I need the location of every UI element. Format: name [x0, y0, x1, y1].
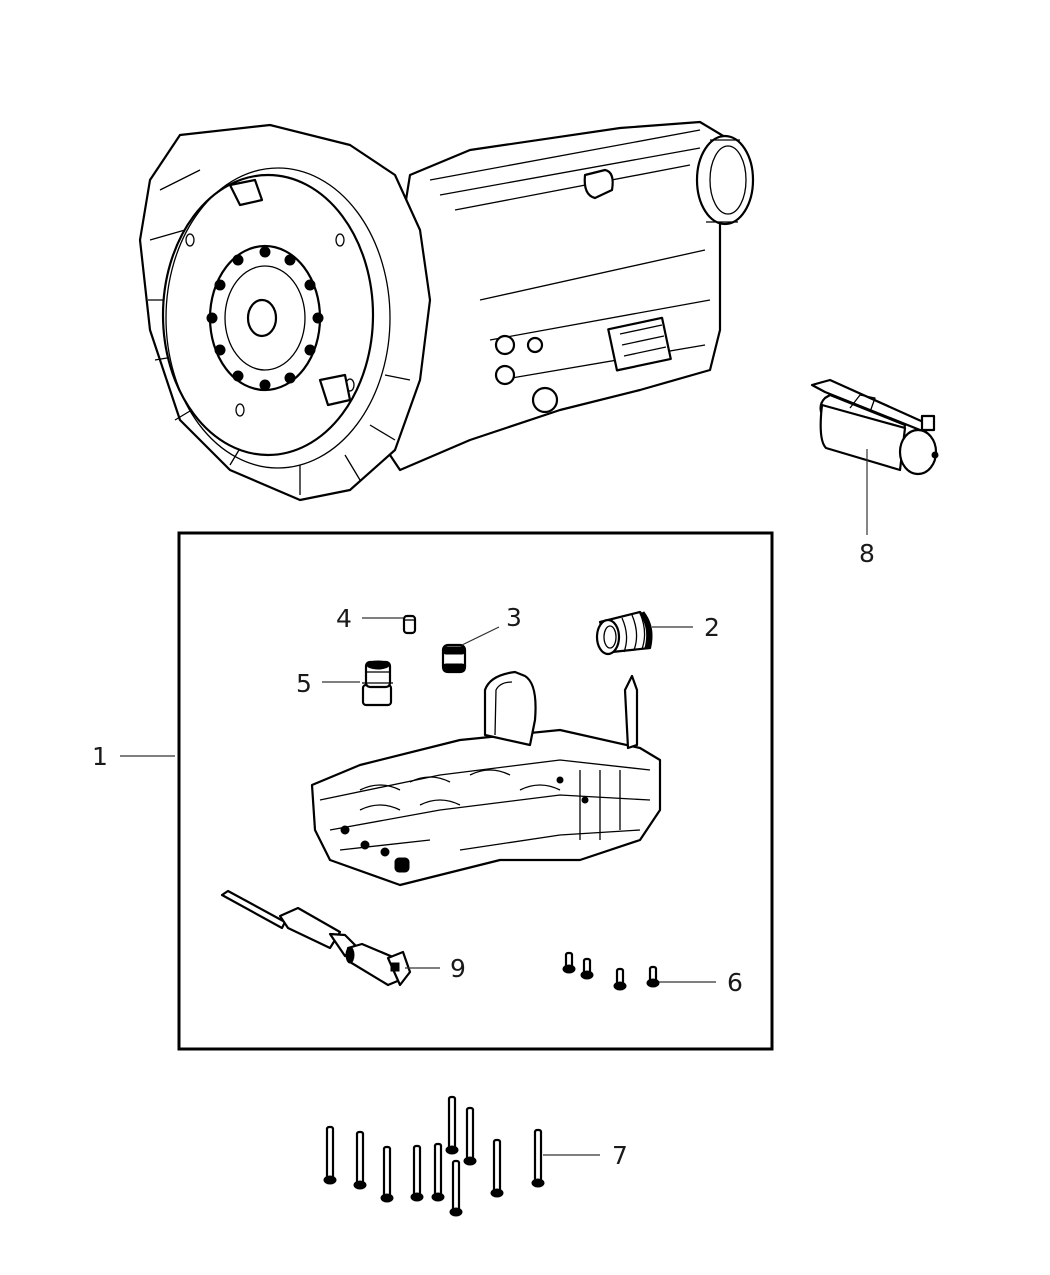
callout-6: 6: [727, 968, 743, 997]
callout-4: 4: [336, 604, 352, 633]
stepped-plug-part: [361, 660, 393, 707]
shift-sensor-part: [220, 889, 412, 987]
callout-1: 1: [92, 742, 108, 771]
callout-3: 3: [506, 603, 522, 632]
small-plug-part: [441, 643, 467, 674]
callout-5: 5: [296, 669, 312, 698]
large-plug-part: [595, 610, 653, 656]
callout-7: 7: [612, 1141, 628, 1170]
transmission-assembly: [138, 120, 755, 502]
pin-part: [402, 614, 417, 635]
short-screws-part: [562, 951, 660, 991]
callout-8: 8: [859, 539, 875, 568]
long-bolts-part: [323, 1095, 545, 1217]
solenoid-actuator-part: [810, 378, 939, 476]
valve-body-kit-frame: [177, 531, 774, 1051]
callout-9: 9: [450, 954, 466, 983]
valve-body-part: [310, 670, 662, 887]
callout-2: 2: [704, 613, 720, 642]
leader-3: [461, 626, 500, 646]
